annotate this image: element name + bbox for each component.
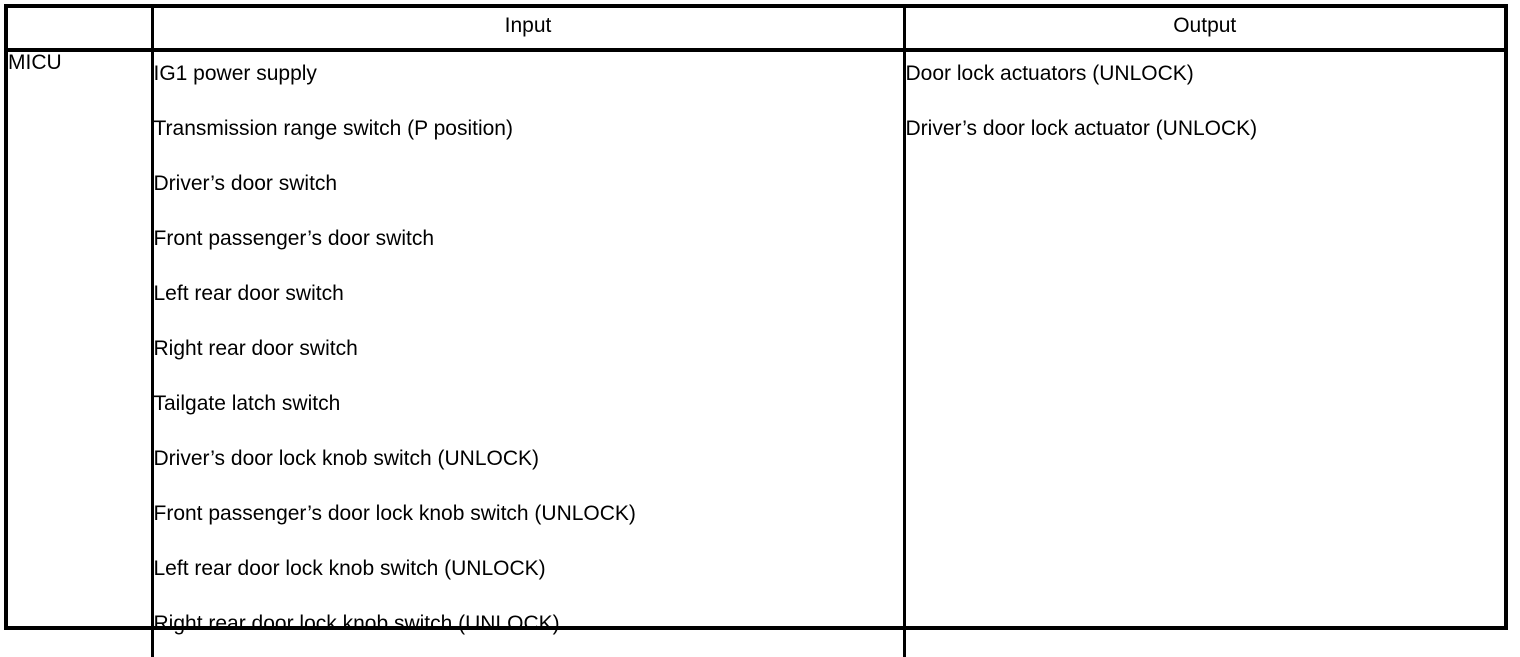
list-item: Tailgate latch switch (153, 392, 341, 415)
column-header-input: Input (152, 8, 906, 52)
list-item: Front passenger’s door lock knob switch … (153, 502, 636, 525)
table: Input Output MICU IG1 power supply Trans… (8, 8, 1504, 657)
table-row: MICU IG1 power supply Transmission range… (8, 50, 1504, 657)
list-item: Driver’s door lock actuator (UNLOCK) (905, 117, 1258, 140)
list-item: Right rear door lock knob switch (UNLOCK… (153, 612, 560, 635)
list-item: Right rear door switch (153, 337, 358, 360)
list-item: Driver’s door lock knob switch (UNLOCK) (153, 447, 540, 470)
table-header-row: Input Output (8, 8, 1504, 52)
list-item: Door lock actuators (UNLOCK) (905, 62, 1194, 85)
input-output-table: Input Output MICU IG1 power supply Trans… (4, 4, 1508, 657)
column-header-ecu (8, 8, 154, 52)
cell-output-list: Door lock actuators (UNLOCK) Driver’s do… (904, 50, 1504, 657)
cell-input-list: IG1 power supply Transmission range swit… (152, 50, 906, 657)
list-item: Left rear door lock knob switch (UNLOCK) (153, 557, 546, 580)
output-signal-list: Door lock actuators (UNLOCK) Driver’s do… (906, 52, 1505, 162)
column-header-output: Output (904, 8, 1504, 52)
list-item: IG1 power supply (153, 62, 317, 85)
input-signal-list: IG1 power supply Transmission range swit… (154, 52, 903, 657)
list-item: Left rear door switch (153, 282, 344, 305)
cell-ecu-name: MICU (8, 50, 154, 657)
list-item: Front passenger’s door switch (153, 227, 435, 250)
list-item: Transmission range switch (P position) (153, 117, 513, 140)
document-page: Input Output MICU IG1 power supply Trans… (4, 4, 1508, 657)
list-item: Driver’s door switch (153, 172, 338, 195)
